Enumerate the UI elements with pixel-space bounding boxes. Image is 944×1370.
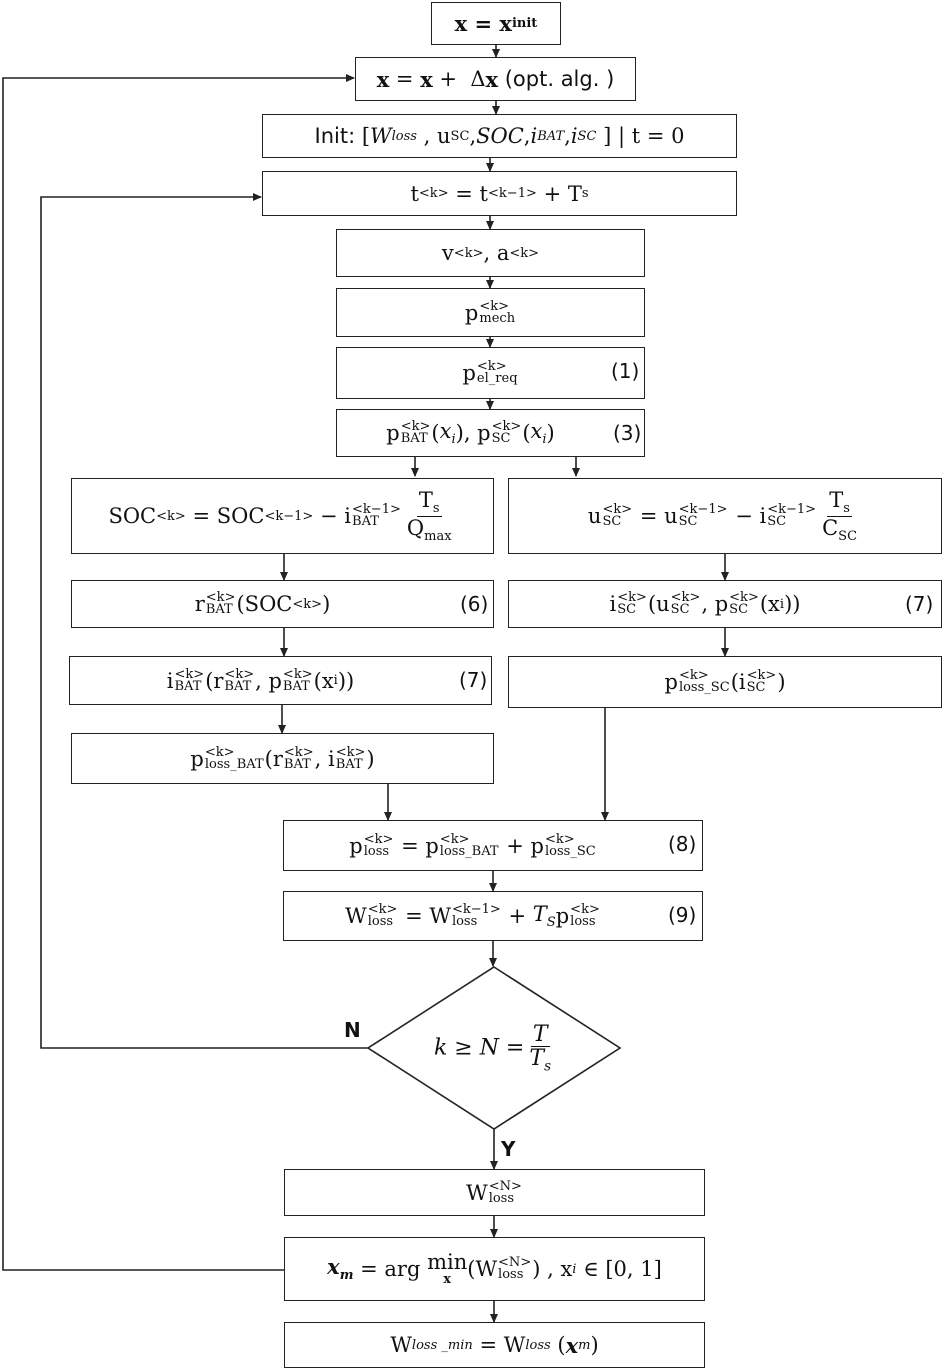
w-loss-n-box: W<N>loss [284,1169,705,1216]
eq-number-1: (1) [611,359,640,383]
eq-number-7-bat: (7) [459,668,488,692]
r-bat-box: r<k>BAT(SOC<k>) [71,580,494,628]
p-mech-box: p<k>mech [336,288,645,337]
eq-number-8: (8) [668,832,697,856]
eq-number-9: (9) [668,903,697,927]
p-loss-total-box: p<k>loss = p<k>loss_BAT + p<k>loss_SC [283,820,703,871]
p-bat-sc-box: p<k>BAT(xi), p<k>SC(xi) [336,409,645,457]
p-loss-sc-box: p<k>loss_SC(i<k>SC) [508,656,942,708]
eq-number-6: (6) [460,592,489,616]
branch-label-no: N [344,1018,361,1042]
branch-label-yes: Y [501,1137,516,1161]
p-el-req-box: p<k>el_req [336,347,645,399]
eq-number-3: (3) [613,421,642,445]
eq-number-7-sc: (7) [905,592,934,616]
p-loss-bat-box: p<k>loss_BAT(r<k>BAT, i<k>BAT) [71,733,494,784]
velocity-acceleration-box: v<k>, a<k> [336,229,645,277]
